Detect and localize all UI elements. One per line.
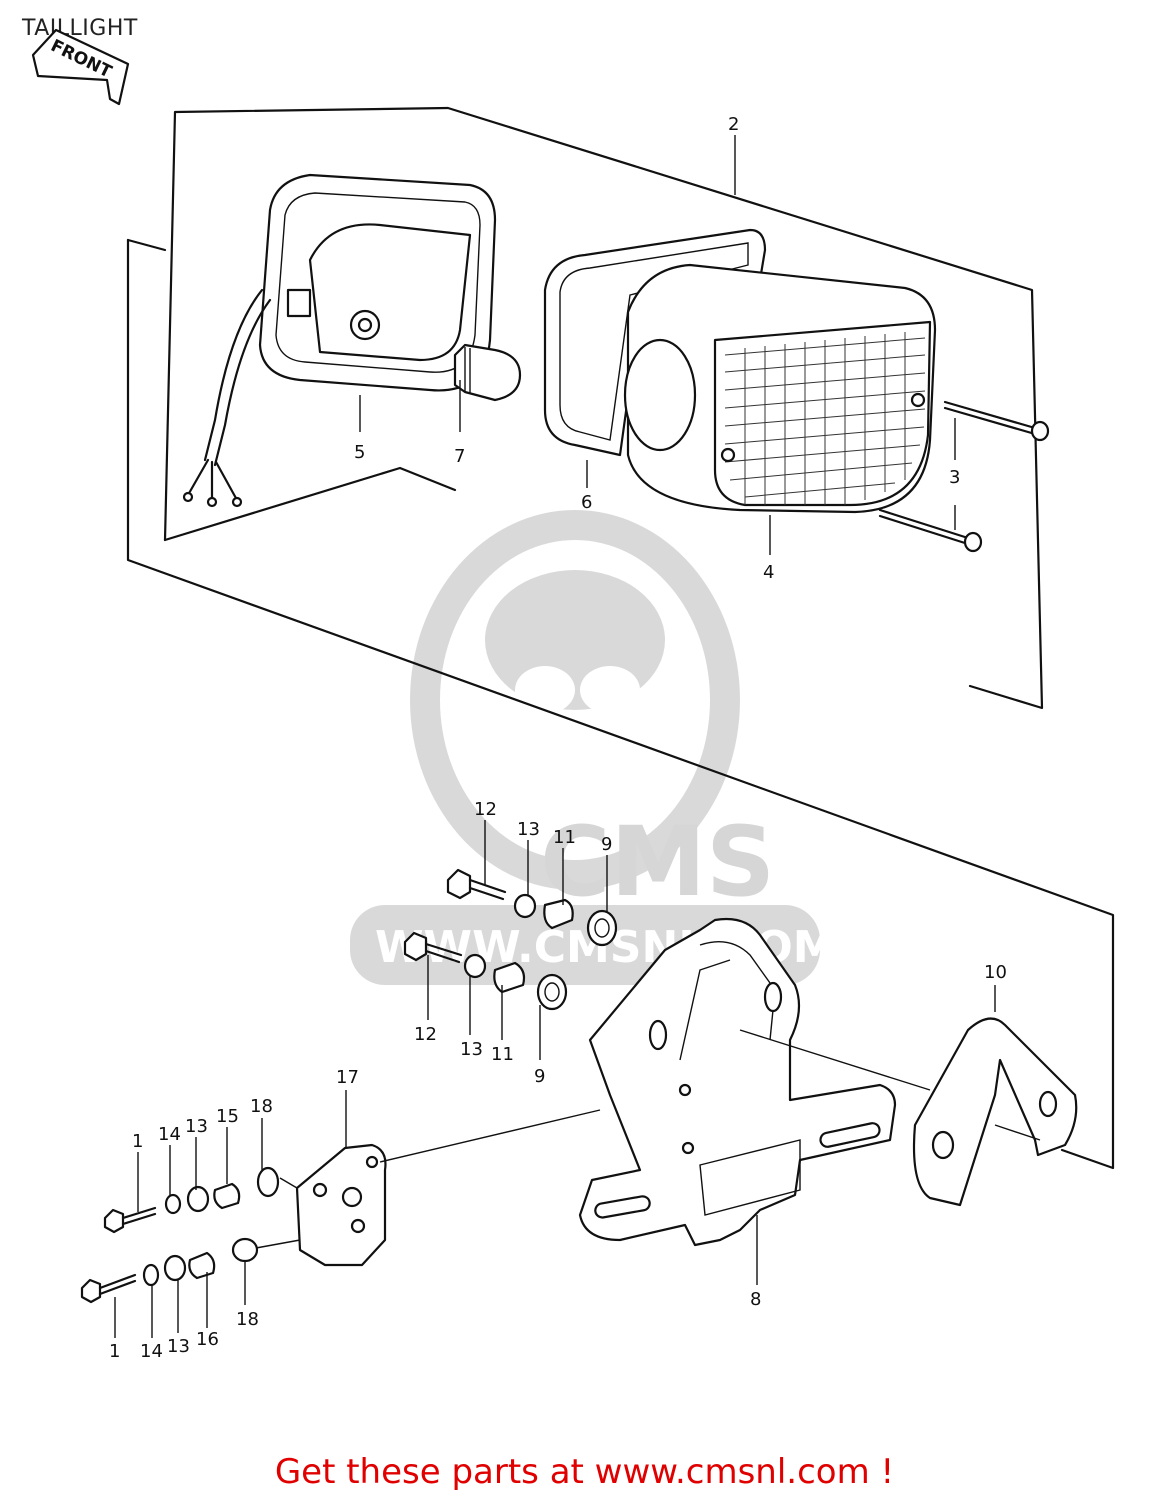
part-4-lens (623, 263, 937, 514)
footer-cta: Get these parts at www.cmsnl.com ! (0, 1452, 1169, 1492)
callout-1-lower: 1 (109, 1341, 120, 1362)
callout-13-small-lower: 13 (167, 1336, 190, 1357)
callout-9-upper: 9 (601, 834, 612, 855)
part-5-base (182, 173, 497, 508)
page-title: TAILLIGHT (22, 16, 138, 41)
callout-4: 4 (763, 562, 774, 583)
callout-14-lower: 14 (140, 1341, 163, 1362)
callout-13-small-upper: 13 (185, 1116, 208, 1137)
part-10-plate (912, 1017, 1078, 1207)
callout-3: 3 (949, 467, 960, 488)
lens-grid (724, 332, 926, 505)
callout-7: 7 (454, 446, 465, 467)
part-17-mount-plate (295, 1143, 387, 1267)
front-arrow-icon: FRONT (31, 28, 130, 106)
callout-14-upper: 14 (158, 1124, 181, 1145)
callout-8: 8 (750, 1289, 761, 1310)
callout-labels: 2 5 7 6 3 4 12 13 11 9 12 13 11 9 10 17 … (109, 114, 1007, 1362)
hardware-group-small-upper (103, 1166, 280, 1234)
callout-11-lower: 11 (491, 1044, 514, 1065)
callout-15: 15 (216, 1106, 239, 1127)
callout-12-lower: 12 (414, 1024, 437, 1045)
callout-18-lower: 18 (236, 1309, 259, 1330)
part-3-screw-icon (878, 400, 1050, 553)
callout-18-upper: 18 (250, 1096, 273, 1117)
watermark-brand: CMS (540, 806, 775, 918)
callout-16: 16 (196, 1329, 219, 1350)
footer-link[interactable]: Get these parts at www.cmsnl.com ! (274, 1452, 895, 1492)
part-7-bulb-icon (453, 343, 522, 402)
callout-12-upper: 12 (474, 799, 497, 820)
callout-1-upper: 1 (132, 1131, 143, 1152)
exploded-parts-diagram: CMS WWW.CMSNL.COM FRONT (31, 28, 1115, 1362)
callout-6: 6 (581, 492, 592, 513)
callout-17: 17 (336, 1067, 359, 1088)
callout-9-lower: 9 (534, 1066, 545, 1087)
assembly-outline-upper (163, 106, 1044, 710)
hardware-group-small-lower (80, 1237, 259, 1304)
callout-13-lower: 13 (460, 1039, 483, 1060)
callout-5: 5 (354, 442, 365, 463)
part-8-bracket (578, 917, 897, 1247)
callout-13-upper: 13 (517, 819, 540, 840)
callout-11-upper: 11 (553, 827, 576, 848)
assembly-outline-lower (126, 238, 1115, 1170)
leader-lines (114, 135, 1041, 1338)
callout-10: 10 (984, 962, 1007, 983)
hardware-group-upper (446, 868, 618, 947)
hardware-group-lower (403, 931, 568, 1011)
callout-2: 2 (728, 114, 739, 135)
